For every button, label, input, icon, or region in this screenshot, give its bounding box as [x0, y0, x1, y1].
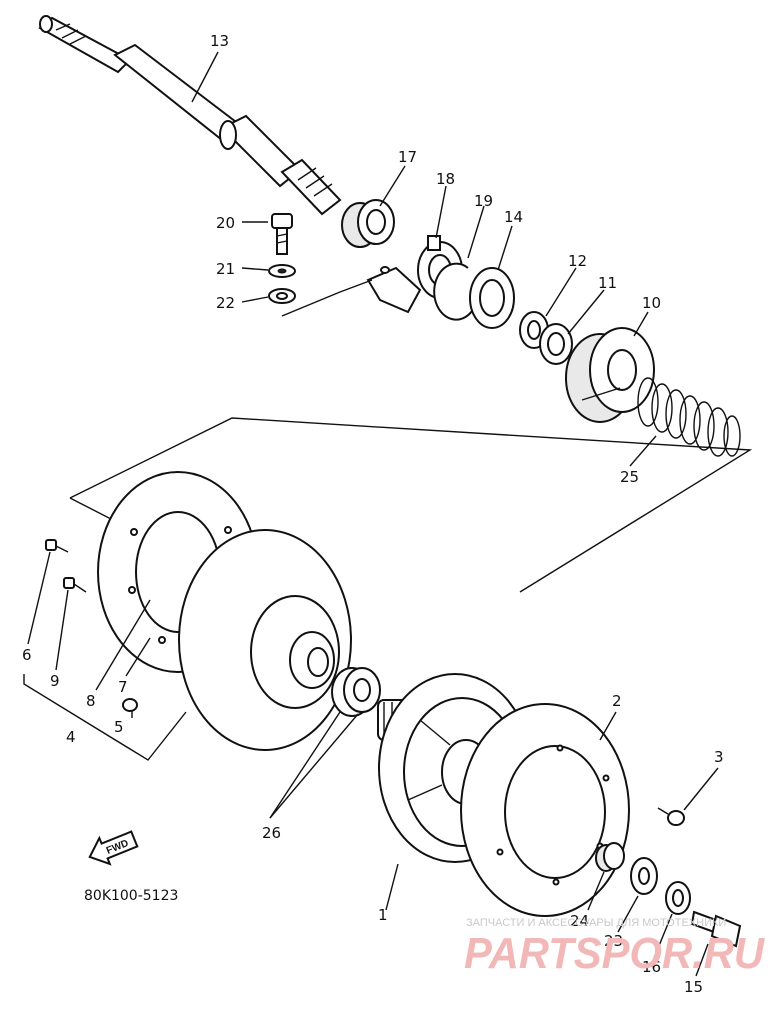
label-24: 24	[570, 912, 589, 930]
label-6: 6	[22, 646, 32, 664]
cover-plate	[460, 703, 630, 917]
label-21: 21	[216, 260, 235, 278]
label-12: 12	[568, 252, 587, 270]
label-20: 20	[216, 214, 235, 232]
washer-16	[665, 881, 691, 915]
washer-23	[630, 857, 658, 895]
label-26: 26	[262, 824, 281, 842]
bearing	[341, 199, 395, 248]
collar	[331, 667, 381, 717]
label-7: 7	[118, 678, 128, 696]
label-18: 18	[436, 170, 455, 188]
washer-21	[268, 264, 296, 278]
label-11: 11	[598, 274, 617, 292]
label-19: 19	[474, 192, 493, 210]
shim	[469, 267, 515, 329]
washer-22	[268, 288, 296, 304]
label-16: 16	[642, 958, 661, 976]
leader-lines	[23, 51, 719, 977]
bolt-9	[63, 577, 87, 593]
label-15: 15	[684, 978, 703, 996]
screw-3	[657, 807, 685, 826]
label-23: 23	[604, 932, 623, 950]
label-13: 13	[210, 32, 229, 50]
label-10: 10	[642, 294, 661, 312]
watermark-caption: ЗАПЧАСТИ И АКСЕССУАРЫ ДЛЯ МОТОТЕХНИКИ	[466, 917, 726, 929]
label-1: 1	[378, 906, 388, 924]
label-4: 4	[66, 728, 76, 746]
forward-arrow-icon: FWD	[88, 830, 139, 866]
collar-24	[595, 842, 625, 872]
diagram-code: 80K100-5123	[84, 888, 178, 904]
shaft	[38, 15, 342, 216]
label-5: 5	[114, 718, 124, 736]
cam	[565, 327, 655, 423]
washer-11	[539, 323, 573, 365]
label-25: 25	[620, 468, 639, 486]
label-2: 2	[612, 692, 622, 710]
label-22: 22	[216, 294, 235, 312]
screw-5	[122, 698, 138, 712]
bolt-15	[690, 910, 742, 948]
label-9: 9	[50, 672, 60, 690]
watermark-brand: PARTSPOR.RU	[464, 929, 765, 978]
label-17: 17	[398, 148, 417, 166]
bolt-20	[271, 213, 293, 255]
label-8: 8	[86, 692, 96, 710]
label-3: 3	[714, 748, 724, 766]
fixed-sheave	[178, 529, 352, 751]
spring	[637, 377, 741, 457]
label-14: 14	[504, 208, 523, 226]
bolt-6	[45, 539, 69, 553]
